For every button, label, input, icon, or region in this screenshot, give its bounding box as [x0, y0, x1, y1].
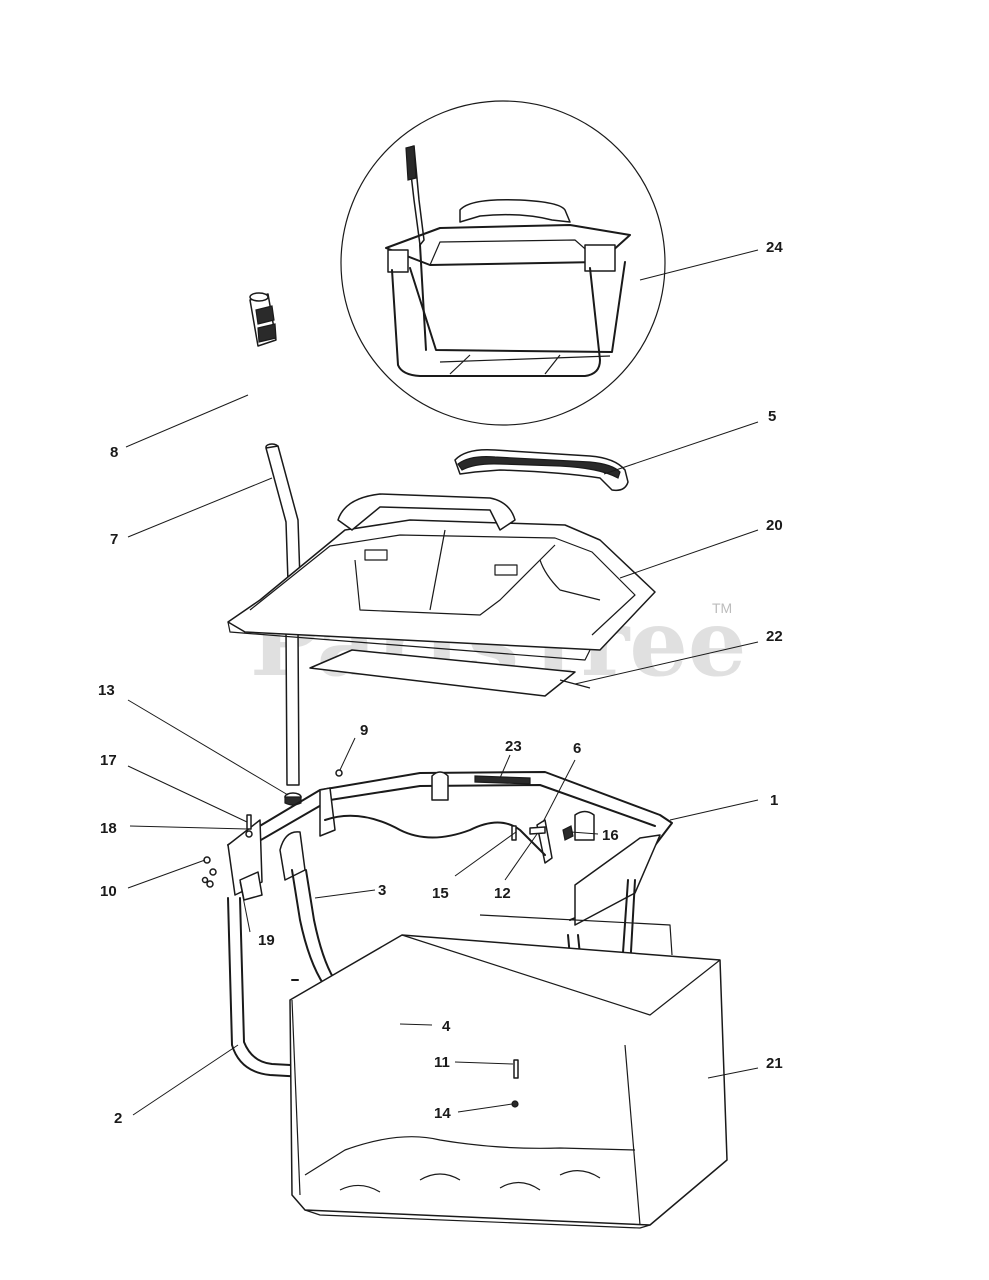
callout-4: 4 — [442, 1018, 451, 1035]
part-9-clip — [335, 769, 343, 777]
leader-lines — [125, 249, 759, 1116]
part-5-lid-handle — [454, 448, 629, 492]
part-7-handle-tube — [265, 443, 301, 786]
part-8-handle-grip — [249, 292, 277, 347]
callout-6: 6 — [573, 740, 581, 757]
callout-24: 24 — [766, 239, 783, 256]
callout-18: 18 — [100, 820, 117, 837]
callout-16: 16 — [602, 827, 619, 844]
callout-17: 17 — [100, 752, 117, 769]
callout-12: 12 — [494, 885, 511, 902]
watermark-trademark: TM — [712, 600, 732, 616]
callout-14: 14 — [434, 1105, 451, 1122]
callout-9: 9 — [360, 722, 368, 739]
callout-10: 10 — [100, 883, 117, 900]
callout-13: 13 — [98, 682, 115, 699]
callout-3: 3 — [378, 882, 386, 899]
hardware-17-18 — [245, 814, 253, 838]
callout-22: 22 — [766, 628, 783, 645]
callout-5: 5 — [768, 408, 776, 425]
callout-23: 23 — [505, 738, 522, 755]
callout-1: 1 — [770, 792, 778, 809]
part-20-lid — [227, 493, 656, 661]
part-24-assembly-inset — [340, 100, 666, 426]
callout-15: 15 — [432, 885, 449, 902]
callout-8: 8 — [110, 444, 118, 461]
callout-2: 2 — [114, 1110, 122, 1127]
hardware-11 — [513, 1059, 519, 1079]
callout-7: 7 — [110, 531, 118, 548]
callout-20: 20 — [766, 517, 783, 534]
part-23-bar — [474, 775, 531, 785]
callout-labels: 1 2 3 4 5 6 7 8 9 10 11 12 13 14 15 16 1… — [98, 239, 783, 1127]
callout-11: 11 — [434, 1054, 450, 1071]
hardware-10 — [201, 856, 217, 888]
hardware-16 — [562, 825, 574, 841]
part-21-bag — [289, 914, 728, 1229]
hardware-14 — [511, 1100, 519, 1108]
callout-21: 21 — [766, 1055, 783, 1072]
callout-19: 19 — [258, 932, 275, 949]
